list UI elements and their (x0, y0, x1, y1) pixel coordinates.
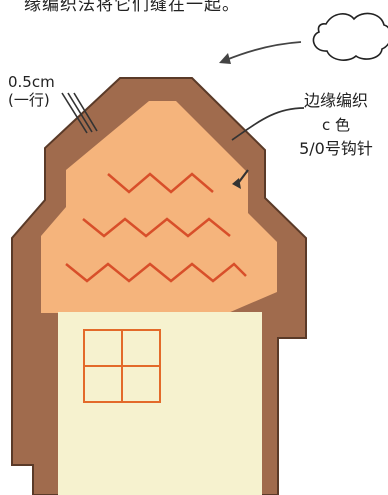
right-label-line2: c 色 (321, 116, 350, 134)
roof-zigzag-middle (82, 217, 231, 238)
roof-zigzag-bottom (65, 262, 247, 283)
cloud-icon (312, 12, 388, 61)
left-label-line2: (一行) (8, 91, 50, 109)
roof-panel (41, 101, 277, 313)
right-label-leader (231, 107, 305, 141)
arrow-icon (219, 41, 302, 64)
right-label: 边缘编织 c 色 5/0号钩针 (284, 89, 388, 161)
roof-edge-arrow-icon (232, 169, 249, 189)
house-window (83, 329, 161, 403)
caption-text: 缘编织法将它们缝在一起。 (24, 0, 240, 15)
left-label-line1: 0.5cm (8, 73, 55, 91)
right-label-line1: 边缘编织 (303, 91, 368, 110)
left-label: 0.5cm (一行) (8, 73, 55, 109)
right-label-line3: 5/0号钩针 (299, 139, 373, 158)
roof-zigzag-top (107, 172, 214, 194)
left-label-leaders (61, 92, 98, 134)
